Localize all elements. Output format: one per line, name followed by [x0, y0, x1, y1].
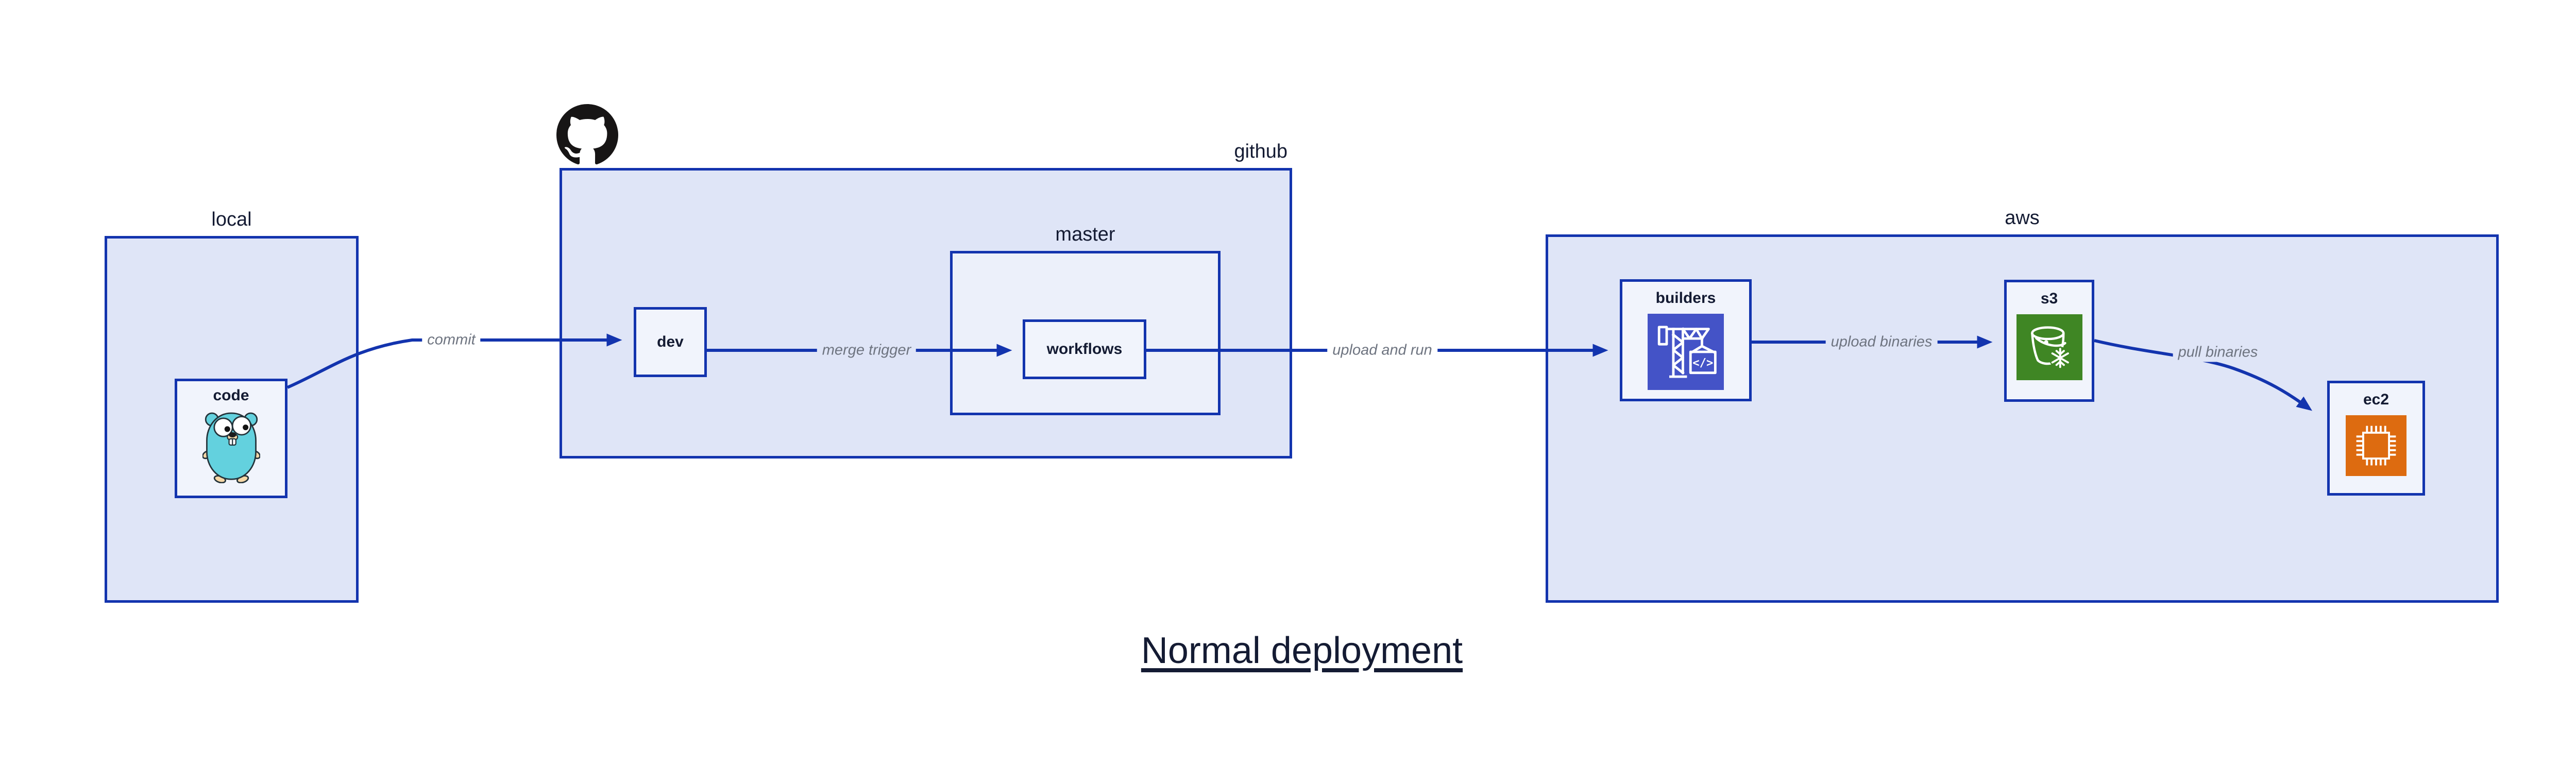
aws-ec2-chip-icon	[2346, 415, 2406, 476]
edge-merge-trigger-label: merge trigger	[817, 341, 917, 360]
code-brackets-glyph: </>	[1692, 356, 1713, 370]
node-s3-label: s3	[2040, 290, 2058, 307]
node-builders: builders </>	[1620, 279, 1752, 401]
edge-upload-and-run-label: upload and run	[1327, 341, 1437, 360]
node-s3: s3	[2004, 280, 2094, 402]
group-aws-label: aws	[2005, 207, 2040, 229]
edge-commit-label: commit	[422, 330, 481, 350]
node-builders-label: builders	[1655, 290, 1716, 307]
node-code-label: code	[213, 387, 249, 404]
edge-upload-binaries-label: upload binaries	[1825, 332, 1938, 352]
github-octocat-logo-icon	[556, 104, 618, 165]
node-dev: dev	[634, 307, 707, 377]
node-workflows: workflows	[1023, 319, 1146, 379]
node-dev-label: dev	[657, 333, 684, 350]
aws-s3-glacier-bucket-icon	[2016, 314, 2082, 380]
edge-pull-binaries-label: pull binaries	[2173, 343, 2263, 362]
node-ec2-label: ec2	[2363, 391, 2389, 408]
node-code: code	[175, 379, 287, 498]
group-github-label: github	[1234, 141, 1287, 162]
go-gopher-icon	[202, 412, 260, 483]
aws-codebuild-crane-icon: </>	[1648, 314, 1724, 390]
node-ec2: ec2	[2327, 381, 2425, 496]
node-workflows-label: workflows	[1046, 341, 1123, 358]
diagram-title: Normal deployment	[1141, 630, 1463, 671]
group-local-label: local	[211, 209, 252, 230]
group-master-label: master	[1055, 224, 1115, 245]
